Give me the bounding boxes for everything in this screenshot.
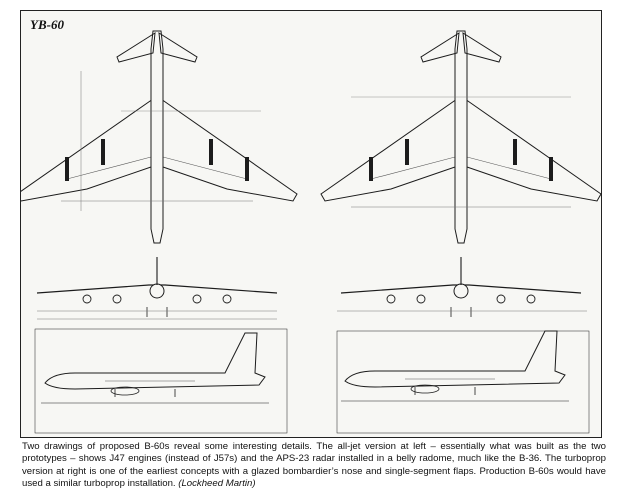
caption: Two drawings of proposed B-60s reveal so…	[22, 441, 606, 491]
right-drawing	[320, 30, 602, 434]
caption-text: Two drawings of proposed B-60s reveal so…	[22, 441, 606, 490]
technical-drawings	[21, 30, 602, 434]
caption-credit: (Lockheed Martin)	[178, 478, 256, 490]
drawing-plate: YB-60	[20, 10, 602, 438]
left-drawing	[21, 30, 298, 434]
figure-label: YB-60	[30, 17, 64, 32]
